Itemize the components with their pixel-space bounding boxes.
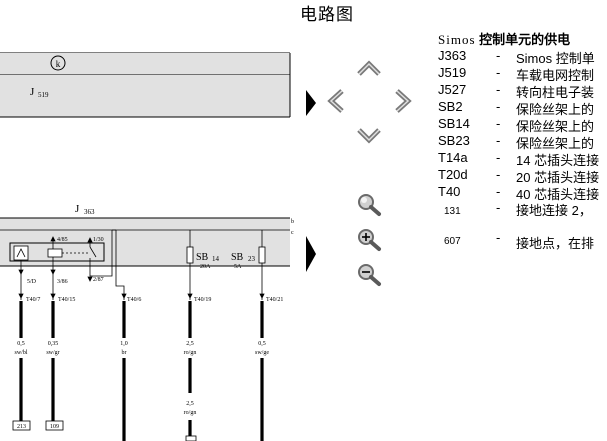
- legend-code: SB2: [438, 99, 463, 114]
- control-unit-j519: k J 519: [0, 52, 291, 118]
- control-unit-j363: b c 4/85 1/30 5/D 3/86 2/87 SB 14 20A SB…: [0, 217, 294, 300]
- ground-symbol-letter: k: [56, 59, 61, 69]
- label-j519-sub: 519: [38, 91, 49, 99]
- pan-up-button[interactable]: [356, 58, 382, 78]
- zoom-out-button[interactable]: [356, 262, 384, 288]
- bus-label-b: b: [291, 219, 294, 225]
- zoom-in-icon: [358, 229, 381, 251]
- wire-size-1: 0,5: [17, 341, 25, 347]
- ground-symbol-icon: [50, 55, 66, 71]
- fuse-sb14-num: 14: [212, 255, 220, 263]
- legend-desc: 接地点，在排: [516, 236, 595, 251]
- chevron-down-icon: [357, 128, 381, 144]
- pan-down-button[interactable]: [356, 126, 382, 146]
- zoom-in-button[interactable]: [356, 227, 384, 253]
- side-arrow-bottom[interactable]: [306, 236, 316, 272]
- connector-t40-21: T40/21: [266, 297, 283, 303]
- wire-color-2: sw/gr: [46, 350, 59, 356]
- wire-size-4: 2,5: [186, 341, 194, 347]
- connector-t40-6: T40/6: [127, 297, 141, 303]
- label-j363-sub: 363: [84, 208, 95, 216]
- legend-code: T40: [438, 184, 461, 199]
- legend-desc: 保险丝架上的: [516, 119, 595, 134]
- circuit-diagram: k J 519 J 363 b c 4/85 1/30 5/D 3/86 2/8…: [0, 52, 294, 441]
- fuse-sb14-rating: 20A: [200, 264, 211, 270]
- magnifier-icon: [358, 194, 381, 216]
- connector-t40-15: T40/15: [58, 297, 75, 303]
- pin-5-d: 5/D: [27, 279, 37, 285]
- legend-desc: 车载电网控制: [516, 68, 595, 83]
- side-arrow-top[interactable]: [306, 90, 316, 116]
- legend-desc: 接地连接 2，: [516, 203, 592, 218]
- fuse-sb23-rating: 5A: [234, 264, 242, 270]
- chevron-right-icon: [395, 89, 412, 113]
- wire-size-5: 0,5: [258, 341, 266, 347]
- legend-code: 131: [444, 206, 461, 217]
- legend-title: Simos 控制单元的供电: [438, 31, 607, 48]
- wire-color-lower: ro/gn: [184, 410, 197, 416]
- legend-desc: 20 芯插头连接: [516, 170, 600, 185]
- legend-code: J519: [438, 65, 467, 80]
- bottom-references: 213 109: [12, 420, 197, 441]
- legend-panel: Simos 控制单元的供电 J363- Simos 控制单 J519- 车载电网…: [438, 31, 607, 301]
- bus-label-c: c: [291, 230, 294, 236]
- ref-109: 109: [50, 424, 59, 430]
- legend-code: 607: [444, 236, 461, 247]
- legend-code: J527: [438, 82, 467, 97]
- pin-2-87: 2/87: [93, 277, 104, 283]
- fuse-sb23-num: 23: [248, 255, 256, 263]
- zoom-button[interactable]: [356, 192, 384, 218]
- ref-213: 213: [17, 424, 26, 430]
- wire-labels: 0,5 sw/bl 0,35 sw/gr 1,0 br 2,5 ro/gn 0,…: [11, 338, 274, 418]
- label-j363: J: [75, 203, 80, 215]
- chevron-up-icon: [357, 60, 381, 76]
- fuse-sb14-name: SB: [196, 252, 209, 263]
- label-j519: J: [30, 86, 35, 98]
- page-title: 电路图: [300, 5, 354, 24]
- wire-size-2: 0,35: [48, 341, 59, 347]
- pin-4-85: 4/85: [57, 237, 68, 243]
- wire-color-4: ro/gn: [184, 350, 197, 356]
- fuse-sb23-name: SB: [231, 252, 244, 263]
- legend-desc: 转向柱电子装: [516, 85, 595, 100]
- legend-desc: Simos 控制单: [516, 51, 595, 66]
- legend-desc: 40 芯插头连接: [516, 187, 600, 202]
- wire-size-lower: 2,5: [186, 401, 194, 407]
- legend-title-prefix: Simos: [438, 32, 476, 47]
- legend-desc: 保险丝架上的: [516, 102, 595, 117]
- wires: [19, 301, 264, 441]
- legend-title-main: 控制单元的供电: [479, 32, 571, 47]
- pin-3-86: 3/86: [57, 279, 68, 285]
- wire-color-3: br: [122, 350, 127, 356]
- legend-code: SB14: [438, 116, 470, 131]
- connector-t40-19: T40/19: [194, 297, 211, 303]
- pin-1-30: 1/30: [93, 237, 104, 243]
- zoom-out-icon: [358, 264, 381, 286]
- legend-code: J363: [438, 48, 467, 63]
- wire-color-1: sw/bl: [14, 350, 27, 356]
- wire-size-3: 1,0: [120, 341, 128, 347]
- legend-code: SB23: [438, 133, 470, 148]
- wire-color-5: sw/ge: [255, 350, 269, 356]
- chevron-left-icon: [327, 89, 344, 113]
- legend-code: T20d: [438, 167, 468, 182]
- legend-code: T14a: [438, 150, 468, 165]
- pan-right-button[interactable]: [392, 88, 414, 114]
- connector-t40-7: T40/7: [26, 297, 40, 303]
- legend-desc: 14 芯插头连接: [516, 153, 600, 168]
- connector-arrows: [18, 236, 265, 300]
- pan-left-button[interactable]: [325, 88, 347, 114]
- legend-desc: 保险丝架上的: [516, 136, 595, 151]
